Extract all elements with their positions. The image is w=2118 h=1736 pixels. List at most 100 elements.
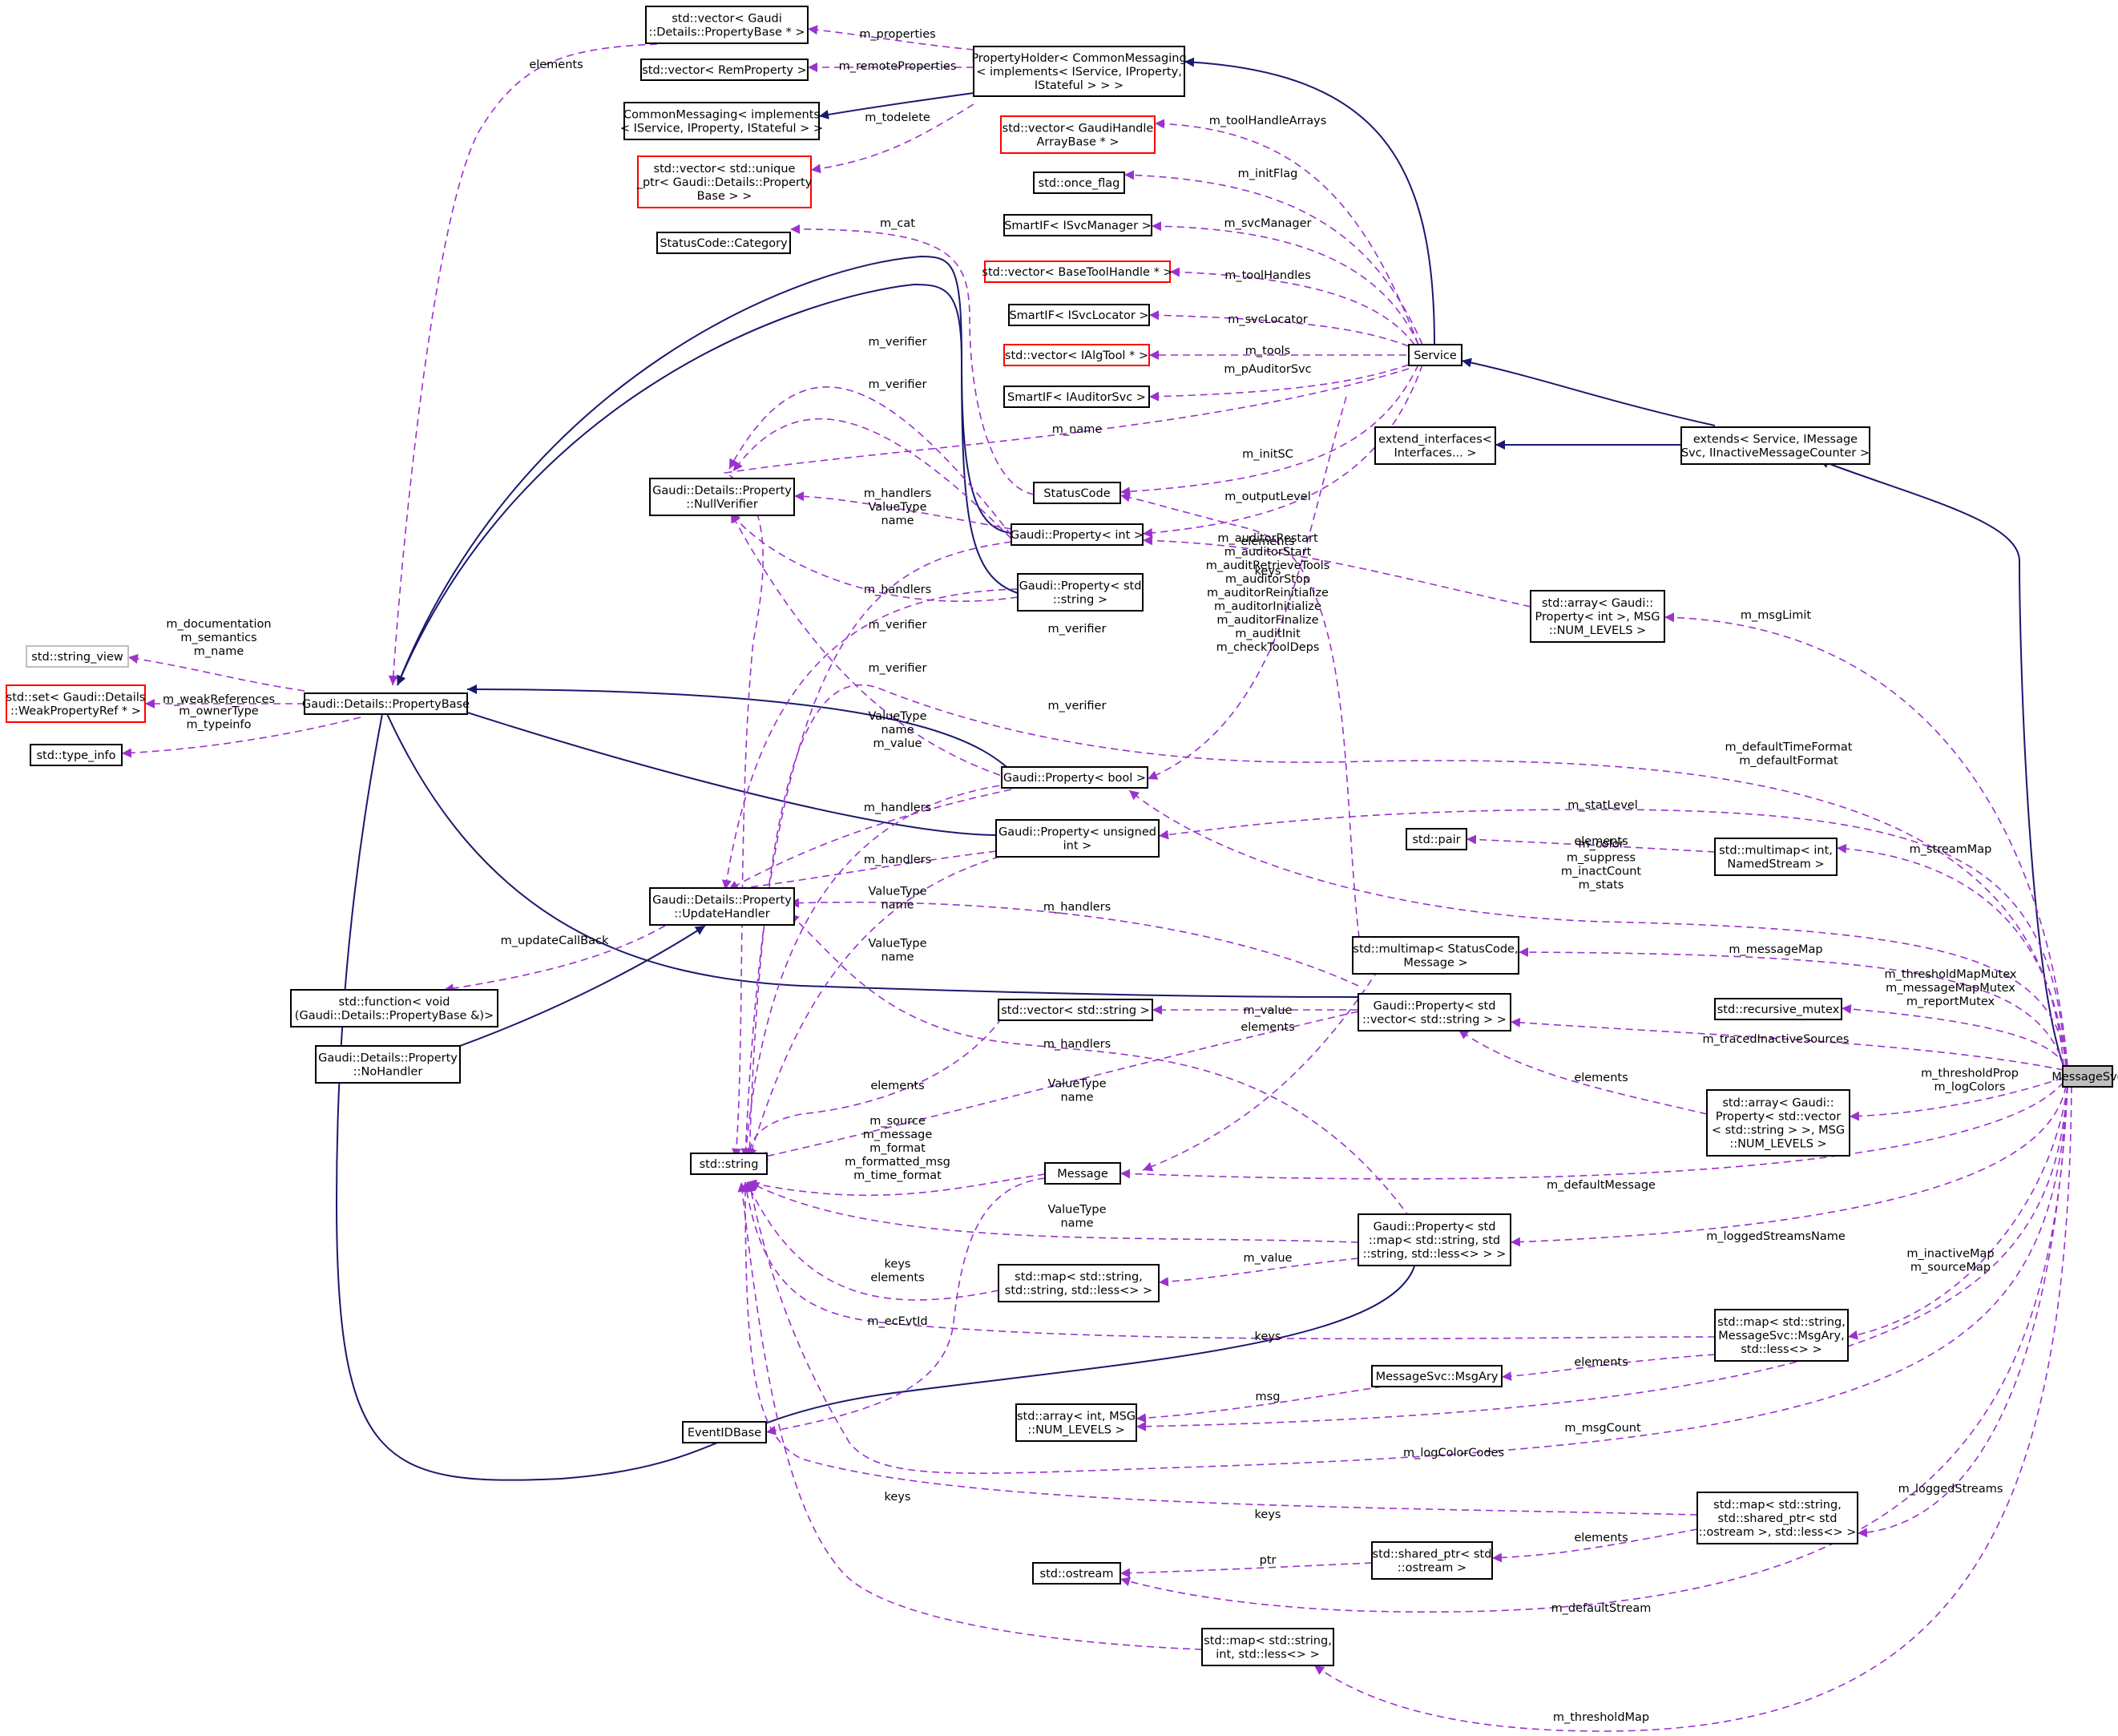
- class-node-prop-string[interactable]: Gaudi::Property< std::string >: [1017, 573, 1144, 612]
- edge-label-text: name: [1060, 1217, 1093, 1230]
- class-node-arr-int[interactable]: std::array< int, MSG::NUM_LEVELS >: [1015, 1403, 1137, 1442]
- class-node-prop-vecstr[interactable]: Gaudi::Property< std::vector< std::strin…: [1358, 993, 1511, 1032]
- class-node-multimap-status[interactable]: std::multimap< StatusCode,Message >: [1352, 936, 1519, 975]
- class-node-propbase-vec[interactable]: std::vector< Gaudi::Details::PropertyBas…: [645, 6, 809, 44]
- class-node-label: std::map< std::string,: [1713, 1499, 1842, 1512]
- class-node-uptr-vec[interactable]: std::vector< std::unique_ptr< Gaudi::Det…: [636, 155, 813, 208]
- edge-label-text: msg: [1256, 1391, 1281, 1403]
- class-node-label: StatusCode::Category: [660, 237, 788, 250]
- edge-label-text: m_logColors: [1934, 1081, 2006, 1094]
- class-node-label: int >: [1063, 840, 1092, 853]
- class-node-messagesvc[interactable]: MessageSvc: [2051, 1065, 2118, 1088]
- class-node-weakref-set[interactable]: std::set< Gaudi::Details::WeakPropertyRe…: [6, 684, 146, 723]
- edge-label-text: m_value: [1244, 1252, 1293, 1265]
- edge-label-text: name: [881, 951, 914, 964]
- edge-label-l-m-thresholdMap: m_thresholdMap: [1553, 1711, 1649, 1724]
- class-node-label: std::multimap< StatusCode,: [1353, 943, 1518, 956]
- class-node-box: [1696, 1492, 1858, 1544]
- edge-label-l-elements-int: elements: [1241, 535, 1294, 548]
- class-node-nohandler[interactable]: Gaudi::Details::Property::NoHandler: [315, 1045, 461, 1084]
- edge-label-text: m_verifier: [1048, 623, 1107, 636]
- class-node-map-strint[interactable]: std::map< std::string,int, std::less<> >: [1201, 1628, 1334, 1666]
- edge-label-l-m-verifier5: m_verifier: [869, 662, 927, 675]
- edge-label-text: ValueType: [868, 938, 926, 951]
- edge-label-text: m_formatted_msg: [845, 1156, 950, 1169]
- class-node-prop-bool[interactable]: Gaudi::Property< bool >: [1001, 766, 1148, 789]
- class-node-msgary[interactable]: MessageSvc::MsgAry: [1371, 1365, 1503, 1387]
- class-node-label: MessageSvc: [2051, 1071, 2118, 1084]
- edge-label-l-m-pAuditorSvc: m_pAuditorSvc: [1224, 363, 1311, 376]
- class-node-box: [1714, 1309, 1849, 1362]
- class-node-label: Service: [1414, 349, 1457, 362]
- class-node-recmutex[interactable]: std::recursive_mutex: [1714, 998, 1842, 1020]
- class-node-sharedptr[interactable]: std::shared_ptr< std::ostream >: [1371, 1541, 1493, 1580]
- class-node-box: [1374, 426, 1496, 465]
- class-node-label: Gaudi::Property< std: [1019, 580, 1142, 593]
- class-node-algtool-vec[interactable]: std::vector< IAlgTool * >: [1003, 344, 1150, 366]
- class-node-map-msgary[interactable]: std::map< std::string,MessageSvc::MsgAry…: [1714, 1309, 1849, 1362]
- class-node-statuscode[interactable]: StatusCode: [1033, 482, 1121, 504]
- class-node-label: ::NUM_LEVELS >: [1027, 1424, 1124, 1437]
- class-node-prop-map[interactable]: Gaudi::Property< std::map< std::string, …: [1358, 1213, 1511, 1266]
- usage-edge-mapostream-string: [740, 1181, 1698, 1516]
- class-node-propholder[interactable]: PropertyHolder< CommonMessaging< impleme…: [971, 46, 1187, 97]
- class-node-map-ostream[interactable]: std::map< std::string,std::shared_ptr< s…: [1696, 1492, 1858, 1544]
- class-node-updatehandler[interactable]: Gaudi::Details::Property::UpdateHandler: [649, 887, 795, 926]
- usage-edge-message-eventidbase: [765, 1177, 1046, 1435]
- usage-edge-propmap-uh: [789, 913, 1411, 1219]
- class-node-statuscat[interactable]: StatusCode::Category: [656, 232, 791, 254]
- class-node-arr-propvec[interactable]: std::array< Gaudi::Property< std::vector…: [1706, 1089, 1850, 1157]
- class-node-function[interactable]: std::function< void(Gaudi::Details::Prop…: [290, 989, 498, 1027]
- edge-label-l-m-todelete: m_todelete: [865, 111, 930, 124]
- class-node-ostream[interactable]: std::ostream: [1032, 1562, 1121, 1585]
- class-node-label: ::NUM_LEVELS >: [1729, 1138, 1826, 1151]
- class-node-smartif-aud[interactable]: SmartIF< IAuditorSvc >: [1003, 386, 1150, 408]
- class-node-box: [26, 645, 129, 668]
- class-node-prop-int[interactable]: Gaudi::Property< int >: [1011, 523, 1144, 546]
- class-node-service[interactable]: Service: [1408, 344, 1462, 366]
- edge-label-text: m_inactCount: [1561, 866, 1642, 878]
- class-node-basetool-vec[interactable]: std::vector< BaseToolHandle * >: [982, 260, 1173, 283]
- class-node-multimap-stream[interactable]: std::multimap< int,NamedStream >: [1714, 838, 1838, 876]
- edge-label-l-msg: msg: [1256, 1391, 1281, 1403]
- edge-label-text: m_todelete: [865, 111, 930, 124]
- class-node-label: extend_interfaces<: [1378, 434, 1492, 446]
- class-node-commsg[interactable]: CommonMessaging< implements< IService, I…: [620, 102, 823, 140]
- class-node-vec-string[interactable]: std::vector< std::string >: [998, 999, 1153, 1021]
- edge-label-text: elements: [1574, 835, 1628, 848]
- class-node-stdarray-propint[interactable]: std::array< Gaudi::Property< int >, MSG:…: [1530, 590, 1665, 643]
- class-node-string-view[interactable]: std::string_view: [26, 645, 129, 668]
- class-node-message[interactable]: Message: [1044, 1162, 1121, 1185]
- class-node-box: [1033, 482, 1121, 504]
- class-node-onceflag[interactable]: std::once_flag: [1033, 172, 1125, 194]
- class-node-label: std::vector< BaseToolHandle * >: [982, 266, 1172, 279]
- class-node-smartif-svcmgr[interactable]: SmartIF< ISvcManager >: [1003, 214, 1152, 236]
- usage-edge-messagesvc-loggedstreams: [1857, 1085, 2068, 1538]
- edge-label-l-m-remoteProperties: m_remoteProperties: [839, 60, 957, 73]
- edge-label-l-m-verifier2: m_verifier: [869, 378, 927, 391]
- class-node-label: Property< std::vector: [1716, 1111, 1841, 1124]
- class-node-pair[interactable]: std::pair: [1406, 828, 1467, 850]
- class-node-eventidbase[interactable]: EventIDBase: [682, 1421, 767, 1443]
- edge-label-l-m-loggedStreamsName: m_loggedStreamsName: [1706, 1230, 1846, 1243]
- class-node-typeinfo[interactable]: std::type_info: [30, 744, 123, 766]
- edge-label-l-m-handlers6: m_handlers: [1043, 1038, 1111, 1051]
- class-node-box: [1011, 523, 1144, 546]
- class-node-propertybase[interactable]: Gaudi::Details::PropertyBase: [302, 692, 470, 715]
- class-node-nullverifier[interactable]: Gaudi::Details::Property::NullVerifier: [649, 478, 795, 516]
- class-node-map-strstr[interactable]: std::map< std::string,std::string, std::…: [998, 1264, 1160, 1302]
- class-node-label: Gaudi::Details::PropertyBase: [302, 698, 470, 711]
- class-node-stdstring[interactable]: std::string: [690, 1153, 768, 1175]
- edge-label-text: m_defaultStream: [1551, 1602, 1652, 1615]
- usage-edge-propbool-auditors: [1147, 396, 1347, 780]
- class-node-remprop-vec[interactable]: std::vector< RemProperty >: [640, 59, 809, 81]
- class-node-smartif-svcloc[interactable]: SmartIF< ISvcLocator >: [1008, 304, 1150, 326]
- class-node-extend-if[interactable]: extend_interfaces<Interfaces... >: [1374, 426, 1496, 465]
- class-node-label: ::Details::PropertyBase * >: [648, 26, 805, 39]
- edge-label-text: ValueType: [868, 501, 926, 514]
